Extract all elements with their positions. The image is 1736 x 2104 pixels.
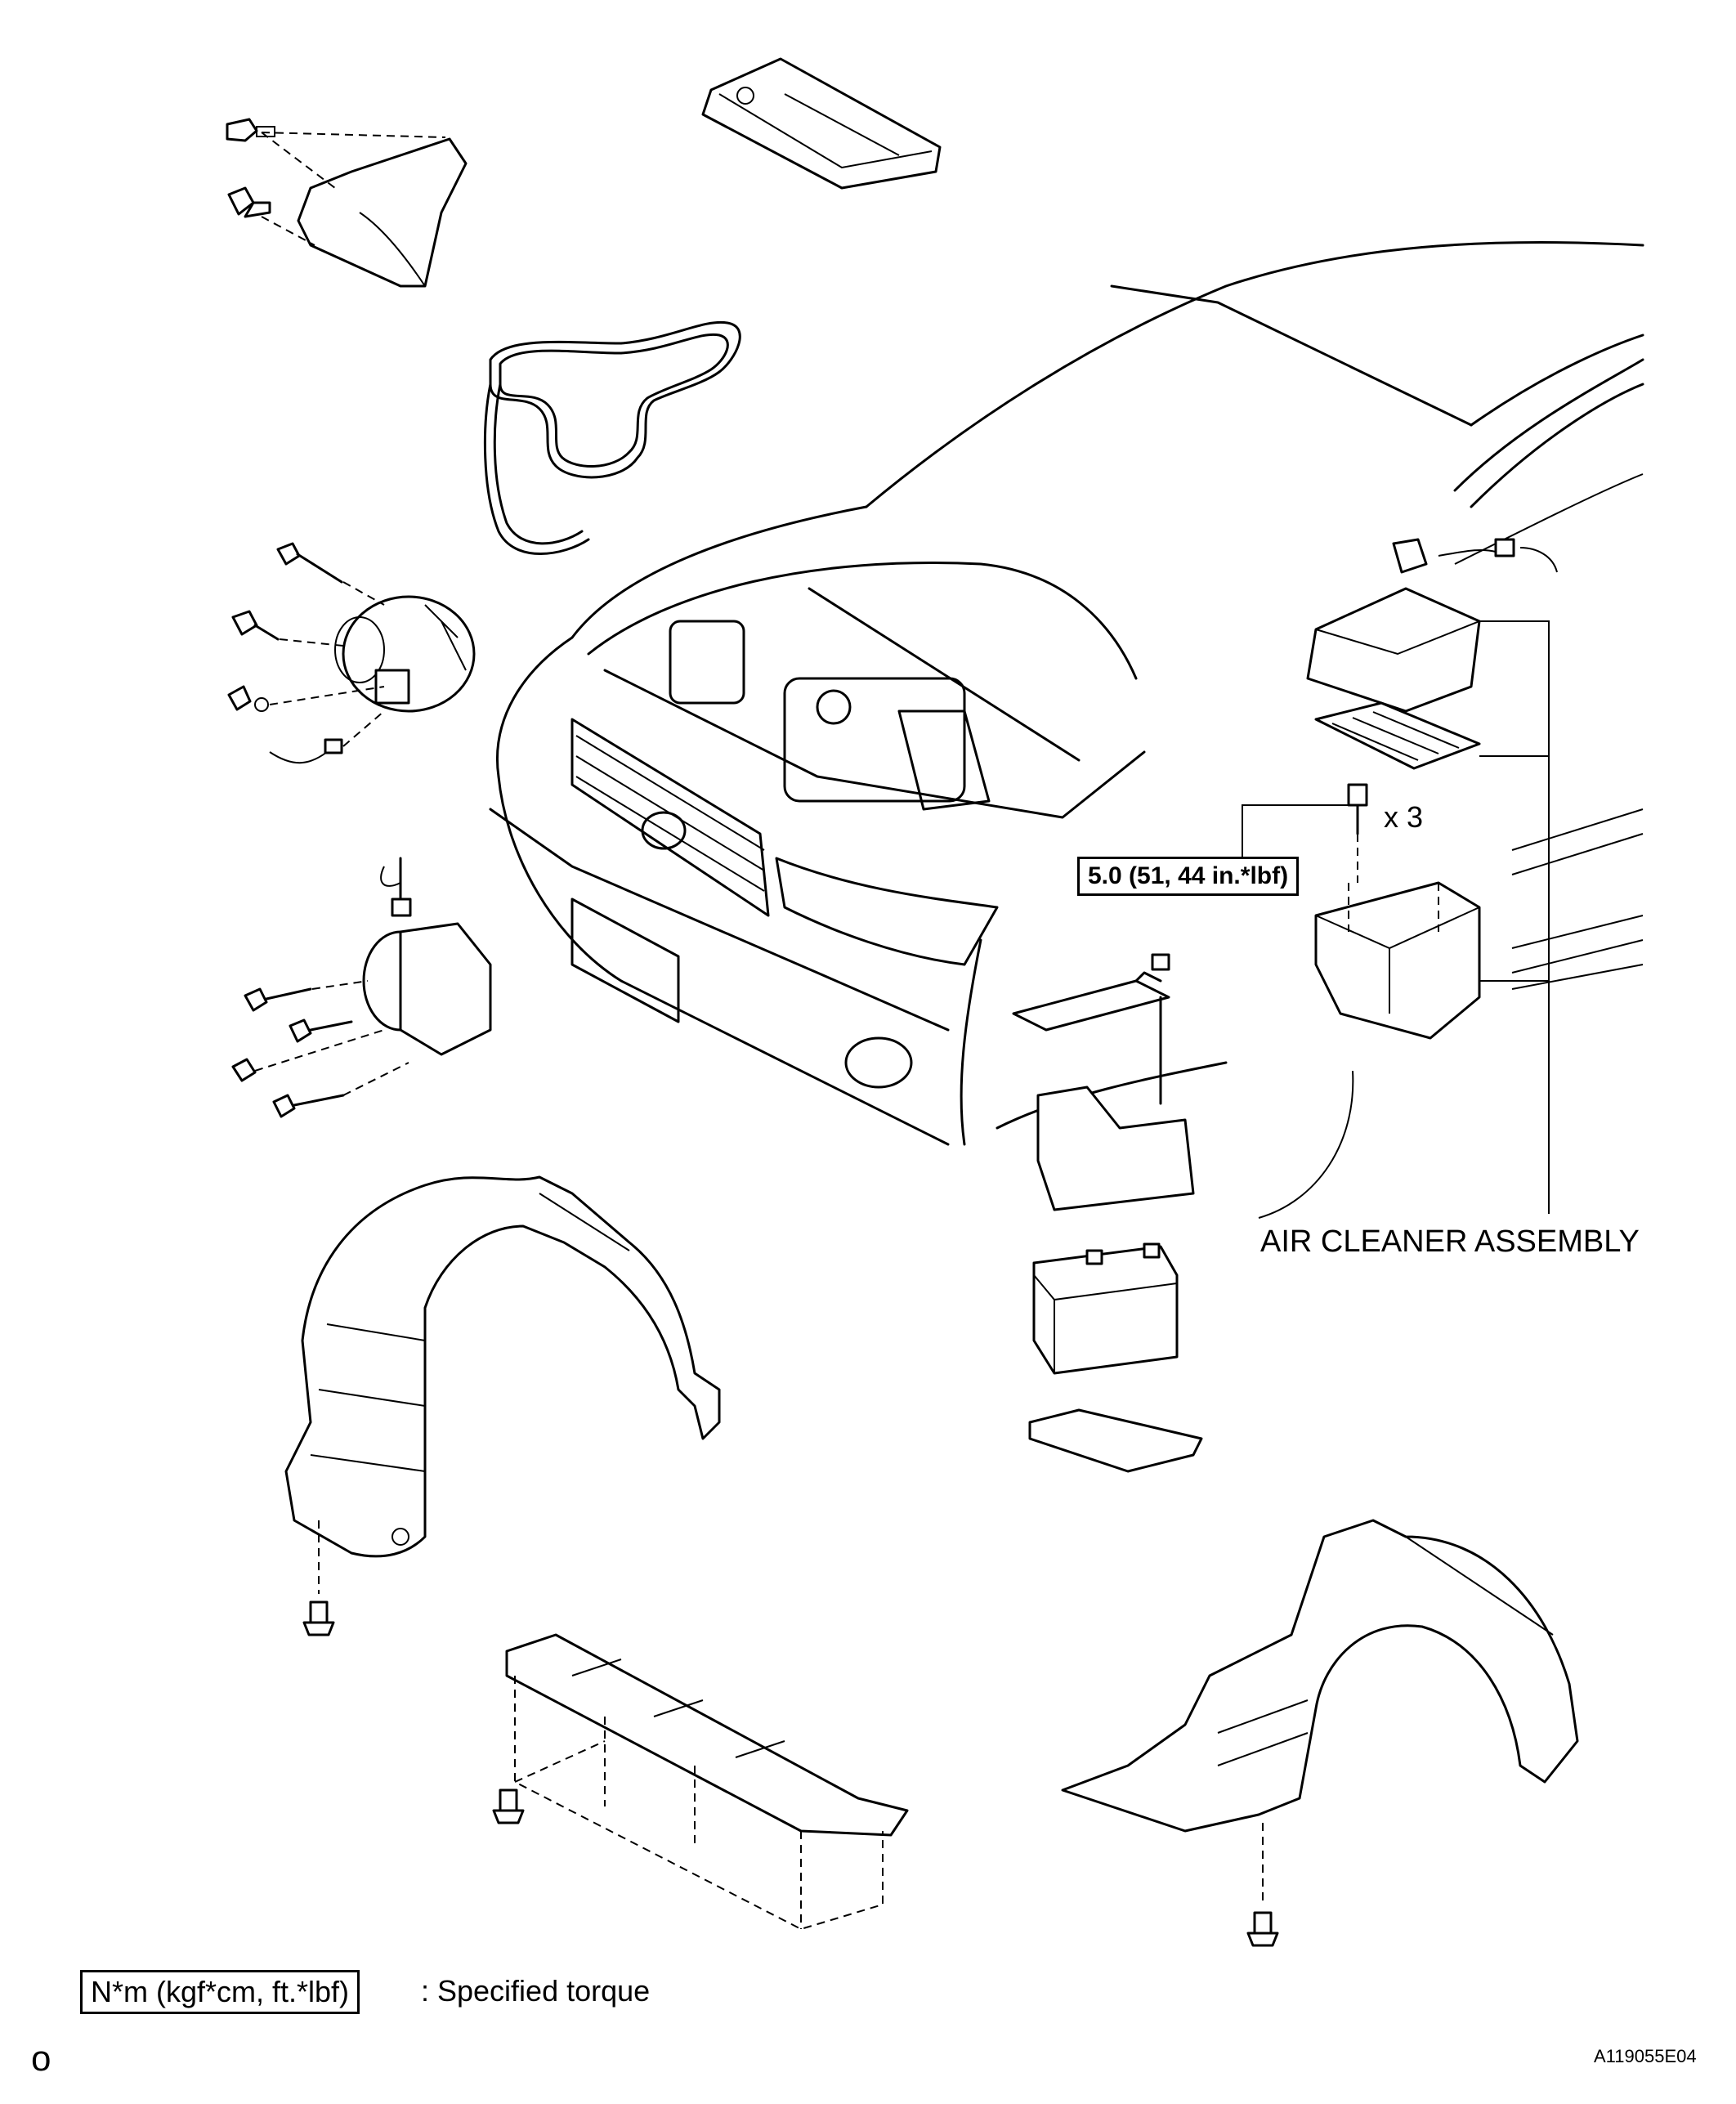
bolt-quantity-label: x 3 [1384,800,1424,834]
torque-legend-text: : Specified torque [421,1974,651,2008]
shield-clip-lower [227,186,271,218]
compressor-bolt-2 [289,1018,353,1043]
engine-under-cover [505,1633,909,1931]
fender-liner-screw-lh [302,1600,335,1636]
shield-bolt-upper [226,118,275,142]
under-cover-screw [492,1788,525,1824]
drive-belt [483,320,741,555]
fender-liner-screw-rh [1246,1911,1279,1947]
air-cleaner-cap [1306,538,1558,713]
figure-code: A119055E04 [1594,2046,1697,2066]
generator-connector [269,710,385,764]
air-cleaner-bolt [1347,783,1368,883]
compressor [362,857,492,1056]
battery-tray [1028,1408,1203,1473]
air-cleaner-case [1314,881,1481,1040]
air-cleaner-bracket-line [1479,620,1550,1214]
compressor-bolt-1 [244,980,369,1012]
vehicle-front-body [489,241,1644,1219]
compressor-bolt-3 [272,1062,409,1118]
generator-bolt-short [231,610,344,647]
air-cleaner-filter-element [1314,701,1481,770]
front-fender-liner-lh [284,1175,721,1594]
generator-bolt-long [276,542,385,606]
torque-spec-label: 5.0 (51, 44 in.*lbf) [1077,857,1300,896]
generator [334,595,476,713]
air-cleaner-assembly-label: AIR CLEANER ASSEMBLY [1260,1224,1640,1259]
torque-legend-box: N*m (kgf*cm, ft.*lbf) [80,1970,360,2014]
battery-tray-cover [1036,1086,1195,1211]
battery [1032,1242,1179,1375]
battery-clamp [1012,953,1170,1105]
compressor-nut [231,1029,385,1082]
generator-terminal-nut [227,685,385,712]
torque-leader-line [1242,804,1353,857]
engine-side-shield [261,132,468,288]
page-mark: o [31,2039,51,2079]
front-fender-liner-rh [1061,1519,1579,1905]
engine-cover [701,57,942,190]
